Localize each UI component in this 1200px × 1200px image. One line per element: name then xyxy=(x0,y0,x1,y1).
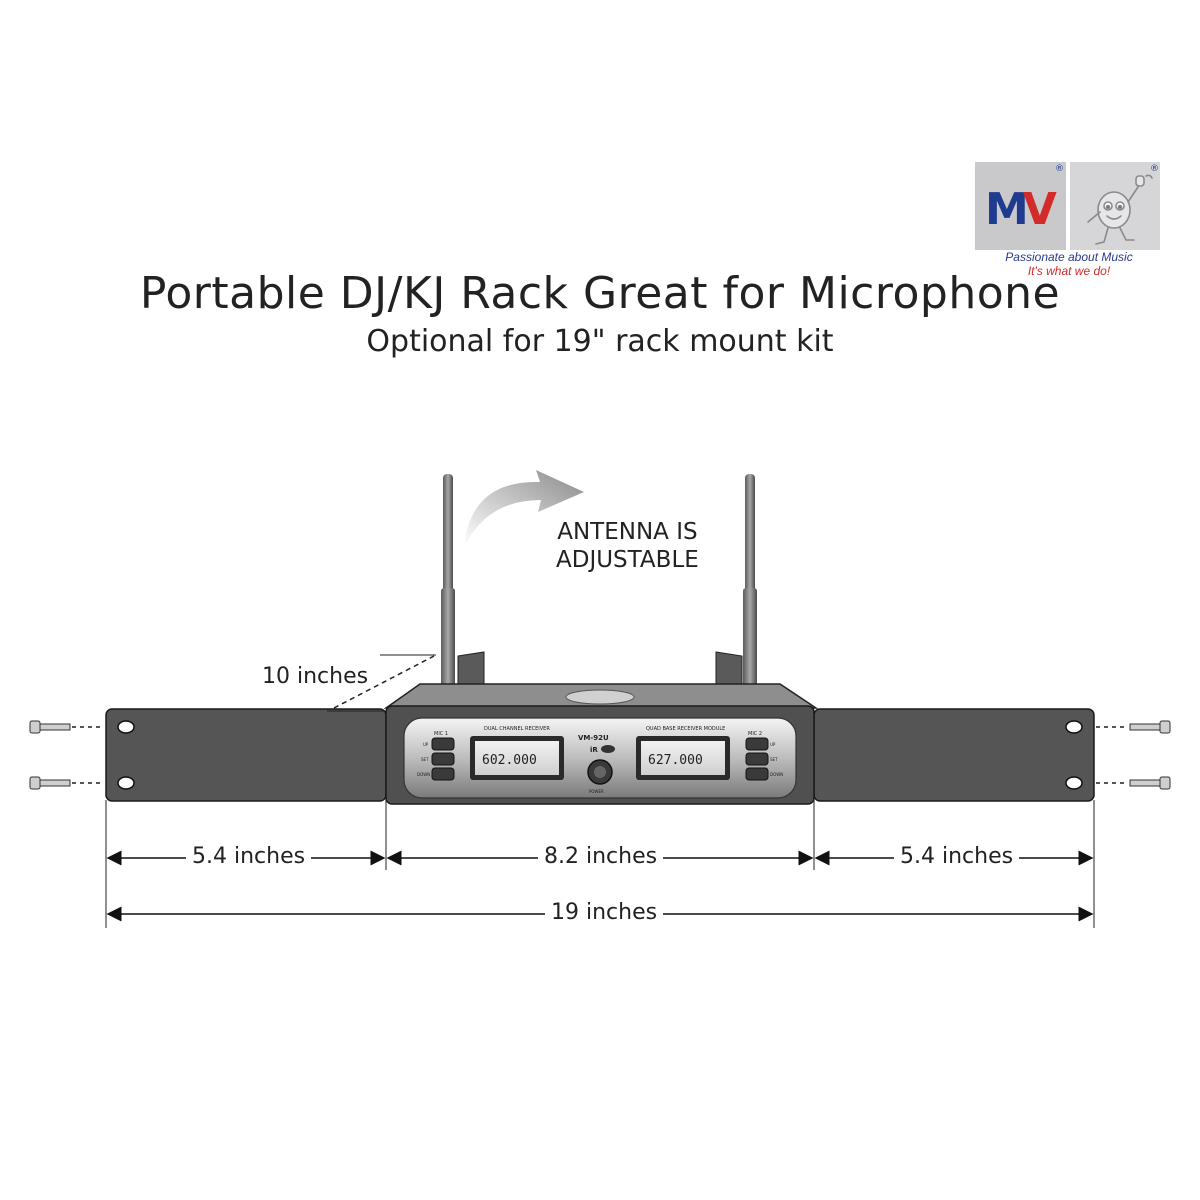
mic2-set-label: SET xyxy=(770,757,778,762)
brand-logo: MV ® ® xyxy=(975,162,1160,250)
depth-line xyxy=(333,655,435,709)
antenna-left xyxy=(441,474,455,692)
mic1-buttons xyxy=(431,737,455,781)
tagline-line-2: It's what we do! xyxy=(1027,264,1111,278)
logo-mv-panel: MV ® xyxy=(975,162,1066,250)
page-subtitle: Optional for 19" rack mount kit xyxy=(366,324,834,359)
mic2-buttons xyxy=(745,737,769,781)
lcd-readout-2: 627.000 xyxy=(648,753,703,768)
lcd-readout-1: 602.000 xyxy=(482,753,537,768)
antenna-callout-line-1: ANTENNA IS xyxy=(557,519,698,545)
depth-label: 10 inches xyxy=(262,664,369,689)
mic2-down-label: DOWN xyxy=(770,772,783,777)
registered-mark-2: ® xyxy=(1150,164,1159,174)
mic2-up-label: UP xyxy=(770,742,776,747)
receiver-module-label: QUAD BASE RECEIVER MODULE xyxy=(646,726,725,732)
mic1-down-label: DOWN xyxy=(417,772,430,777)
ir-sensor xyxy=(601,745,615,753)
mic1-set-label: SET xyxy=(421,757,429,762)
page-title: Portable DJ/KJ Rack Great for Microphone xyxy=(139,268,1061,319)
ear-hole xyxy=(117,776,135,790)
receiver-faceplate xyxy=(403,717,797,799)
rack-ear-right xyxy=(813,708,1095,802)
logo-mascot-panel: ® xyxy=(1070,162,1160,250)
total-width-label: 19 inches xyxy=(545,900,664,925)
ir-label: iR xyxy=(590,746,598,754)
antenna-rotate-arrow xyxy=(464,470,584,548)
logo-letter-m: M xyxy=(985,184,1029,235)
antenna-callout-line-2: ADJUSTABLE xyxy=(556,547,699,573)
mic2-label: MIC 2 xyxy=(748,731,762,737)
ear-hole xyxy=(1065,776,1083,790)
right-ear-width-label: 5.4 inches xyxy=(894,844,1020,869)
antenna-right xyxy=(743,474,757,692)
registered-mark: ® xyxy=(1055,164,1064,174)
screw-icon xyxy=(29,720,1171,790)
mic1-label: MIC 1 xyxy=(434,731,448,737)
rack-ear-left xyxy=(105,708,387,802)
receiver-model: VM-92U xyxy=(578,734,609,742)
receiver-top-badge xyxy=(565,689,635,705)
tagline-line-1: Passionate about Music xyxy=(1005,250,1133,264)
logo-tagline: Passionate about Music It's what we do! xyxy=(976,250,1162,278)
ear-hole xyxy=(1065,720,1083,734)
mascot-icon xyxy=(1087,174,1153,245)
receiver-channel-label: DUAL CHANNEL RECEIVER xyxy=(484,726,550,732)
left-ear-width-label: 5.4 inches xyxy=(186,844,312,869)
power-label: POWER xyxy=(589,789,604,794)
mic1-up-label: UP xyxy=(423,742,429,747)
center-unit-width-label: 8.2 inches xyxy=(538,844,664,869)
ear-hole xyxy=(117,720,135,734)
antenna-callout: ANTENNA IS ADJUSTABLE xyxy=(556,518,699,574)
